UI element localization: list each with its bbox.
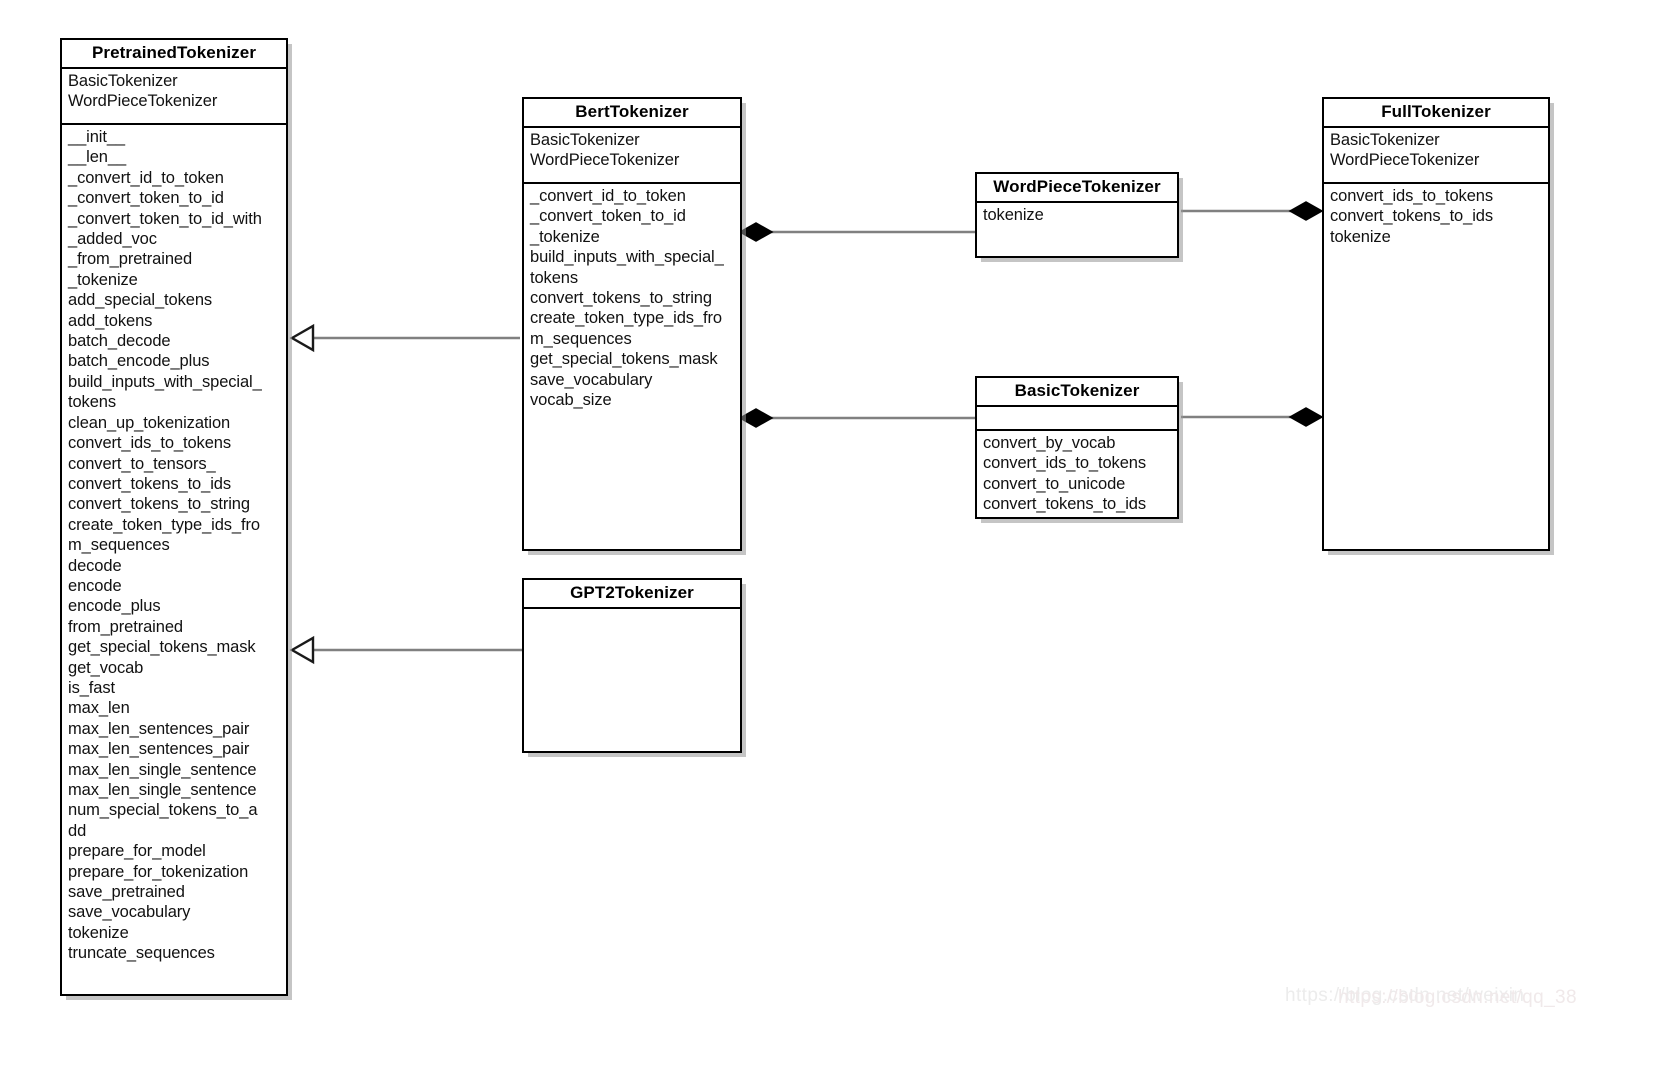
method-row: _tokenize — [530, 227, 600, 246]
method-row: convert_ids_to_tokens — [983, 454, 1147, 473]
method-row: convert_to_tensors_ — [68, 454, 216, 473]
class-title-pretrained-tokenizer: PretrainedTokenizer — [62, 40, 286, 69]
methods-compartment-bert-tokenizer: _convert_id_to_token _convert_token_to_i… — [524, 184, 740, 549]
attribute-row: BasicTokenizer — [1330, 131, 1440, 149]
body-compartment-gpt2-tokenizer — [524, 609, 740, 751]
attribute-row: WordPieceTokenizer — [68, 92, 218, 111]
class-title-basic-tokenizer: BasicTokenizer — [977, 378, 1177, 407]
class-box-pretrained-tokenizer[interactable]: PretrainedTokenizer BasicTokenizer WordP… — [60, 38, 288, 996]
class-title-bert-tokenizer: BertTokenizer — [524, 99, 740, 128]
edge-full-composes-wordpiece — [1181, 201, 1324, 221]
method-row: _convert_id_to_token — [530, 187, 686, 205]
method-row: batch_decode — [68, 332, 171, 351]
class-box-wordpiece-tokenizer[interactable]: WordPieceTokenizer tokenize — [975, 172, 1179, 258]
attributes-compartment-bert-tokenizer: BasicTokenizer WordPieceTokenizer — [524, 128, 740, 184]
method-row: convert_by_vocab — [983, 434, 1116, 452]
method-row: add_tokens — [68, 311, 153, 330]
method-row: max_len_sentences_pair — [68, 740, 250, 759]
method-row: convert_tokens_to_string — [530, 289, 712, 308]
method-row: convert_tokens_to_string — [68, 495, 250, 514]
method-row: get_special_tokens_mask — [530, 350, 718, 369]
edge-full-composes-basic — [1181, 407, 1324, 427]
method-row: max_len — [68, 699, 130, 718]
method-row: num_special_tokens_to_a — [68, 801, 258, 820]
method-row: m_sequences — [530, 329, 632, 348]
method-row: batch_encode_plus — [68, 352, 210, 371]
method-row: convert_to_unicode — [983, 474, 1126, 493]
class-title-gpt2-tokenizer: GPT2Tokenizer — [524, 580, 740, 609]
method-row: convert_ids_to_tokens — [1330, 187, 1494, 205]
attribute-row: WordPieceTokenizer — [530, 151, 680, 170]
methods-compartment-basic-tokenizer: convert_by_vocab convert_ids_to_tokens c… — [977, 431, 1177, 519]
class-box-basic-tokenizer[interactable]: BasicTokenizer convert_by_vocab convert_… — [975, 376, 1179, 519]
method-row: _convert_id_to_token — [68, 168, 224, 187]
method-row: m_sequences — [68, 536, 170, 555]
method-row: prepare_for_model — [68, 842, 206, 861]
method-row: build_inputs_with_special_ — [68, 372, 262, 391]
method-row: tokens — [68, 393, 117, 412]
method-row: get_special_tokens_mask — [68, 638, 256, 657]
edge-bert-composes-wordpiece — [738, 222, 975, 242]
attributes-compartment-full-tokenizer: BasicTokenizer WordPieceTokenizer — [1324, 128, 1548, 184]
method-row: _tokenize — [68, 270, 138, 289]
method-row: _from_pretrained — [68, 250, 193, 269]
methods-compartment-full-tokenizer: convert_ids_to_tokens convert_tokens_to_… — [1324, 184, 1548, 549]
method-row: max_len_sentences_pair — [68, 719, 250, 738]
method-row: save_vocabulary — [68, 903, 191, 922]
method-row: is_fast — [68, 678, 115, 697]
method-row: encode_plus — [68, 597, 161, 616]
method-row: _added_voc — [68, 230, 157, 249]
method-row: create_token_type_ids_fro — [68, 515, 260, 534]
method-row: get_vocab — [68, 658, 144, 677]
method-row: tokenize — [68, 923, 129, 942]
methods-compartment-pretrained-tokenizer: __init__ __len__ _convert_id_to_token _c… — [62, 125, 286, 994]
method-row: decode — [68, 556, 122, 575]
method-row: save_vocabulary — [530, 370, 653, 389]
methods-compartment-wordpiece-tokenizer: tokenize — [977, 203, 1177, 256]
method-row: _convert_token_to_id — [530, 207, 686, 226]
method-row: vocab_size — [530, 391, 612, 410]
method-row: convert_ids_to_tokens — [68, 434, 232, 453]
method-row: max_len_single_sentence — [68, 781, 257, 799]
class-title-wordpiece-tokenizer: WordPieceTokenizer — [977, 174, 1177, 203]
class-box-bert-tokenizer[interactable]: BertTokenizer BasicTokenizer WordPieceTo… — [522, 97, 742, 551]
method-row: truncate_sequences — [68, 944, 215, 963]
edge-bert-composes-basic — [738, 408, 975, 428]
class-box-full-tokenizer[interactable]: FullTokenizer BasicTokenizer WordPieceTo… — [1322, 97, 1550, 551]
method-row: tokens — [530, 268, 579, 287]
method-row: dd — [68, 821, 87, 840]
method-row: save_pretrained — [68, 883, 185, 902]
method-row: create_token_type_ids_fro — [530, 309, 722, 328]
attribute-row: BasicTokenizer — [68, 72, 178, 90]
method-row: from_pretrained — [68, 617, 183, 636]
method-row: __init__ — [68, 128, 125, 146]
method-row: add_special_tokens — [68, 291, 213, 310]
method-row: clean_up_tokenization — [68, 413, 231, 432]
method-row: _convert_token_to_id — [68, 189, 224, 208]
method-row: tokenize — [983, 206, 1044, 224]
method-row: _convert_token_to_id_with — [68, 209, 262, 228]
method-row: build_inputs_with_special_ — [530, 248, 724, 267]
attribute-row: BasicTokenizer — [530, 131, 640, 149]
class-box-gpt2-tokenizer[interactable]: GPT2Tokenizer — [522, 578, 742, 753]
edge-gpt2-inherits-pretrained — [289, 635, 522, 665]
attributes-compartment-pretrained-tokenizer: BasicTokenizer WordPieceTokenizer — [62, 69, 286, 125]
method-row: max_len_single_sentence — [68, 760, 257, 779]
method-row: __len__ — [68, 148, 127, 167]
method-row: prepare_for_tokenization — [68, 862, 249, 881]
attribute-row: WordPieceTokenizer — [1330, 151, 1480, 170]
class-title-full-tokenizer: FullTokenizer — [1324, 99, 1548, 128]
method-row: tokenize — [1330, 227, 1391, 246]
method-row: convert_tokens_to_ids — [983, 495, 1147, 514]
edge-bert-inherits-pretrained — [289, 323, 520, 353]
method-row: convert_tokens_to_ids — [1330, 207, 1494, 226]
method-row: encode — [68, 576, 122, 595]
method-row: convert_tokens_to_ids — [68, 474, 232, 493]
attributes-compartment-basic-tokenizer — [977, 407, 1177, 431]
